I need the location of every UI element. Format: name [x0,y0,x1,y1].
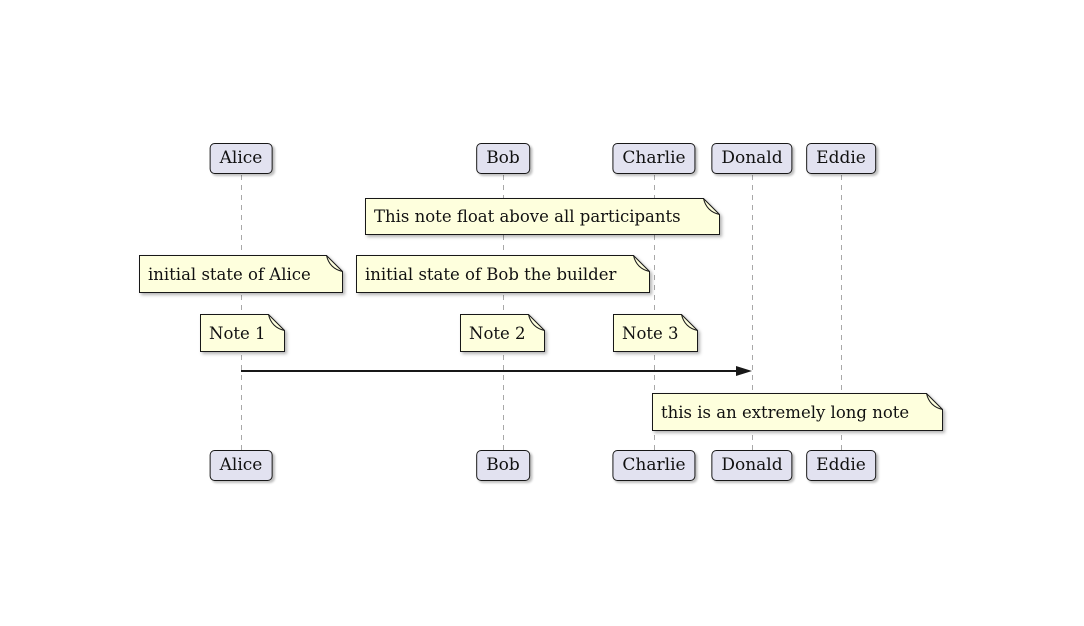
lifeline-alice [240,175,242,451]
note-text: initial state of Bob the builder [365,264,617,284]
participant-box-donald-top: Donald [711,143,793,174]
note-2: Note 2 [460,314,545,352]
lifeline-bob [502,175,504,451]
note-long: this is an extremely long note [652,393,943,431]
note-shape [365,198,720,235]
note-1: Note 1 [200,314,285,352]
note-shape [200,314,285,352]
lifeline-charlie [653,175,655,451]
participant-box-eddie-top: Eddie [806,143,876,174]
arrow-line [241,370,738,372]
lifeline-eddie [840,175,842,451]
note-shape [139,255,343,293]
message-arrow-alice-to-donald [241,366,752,376]
participant-box-donald-bottom: Donald [711,450,793,481]
participant-box-bob-top: Bob [476,143,530,174]
note-alice-state: initial state of Alice [139,255,343,293]
lifeline-donald [751,175,753,451]
note-bob-state: initial state of Bob the builder [356,255,650,293]
note-text: Note 1 [209,323,266,343]
note-floating: This note float above all participants [365,198,720,235]
note-shape [652,393,943,431]
note-text: Note 3 [622,323,679,343]
participant-box-eddie-bottom: Eddie [806,450,876,481]
participant-box-charlie-bottom: Charlie [612,450,696,481]
note-shape [356,255,650,293]
participant-box-alice-bottom: Alice [209,450,273,481]
participant-box-alice-top: Alice [209,143,273,174]
note-text: Note 2 [469,323,526,343]
note-text: This note float above all participants [374,207,681,226]
participant-box-charlie-top: Charlie [612,143,696,174]
note-text: initial state of Alice [148,264,311,284]
note-text: this is an extremely long note [661,402,910,422]
arrowhead-icon [736,366,752,376]
participant-box-bob-bottom: Bob [476,450,530,481]
note-shape [460,314,545,352]
note-3: Note 3 [613,314,698,352]
note-shape [613,314,698,352]
